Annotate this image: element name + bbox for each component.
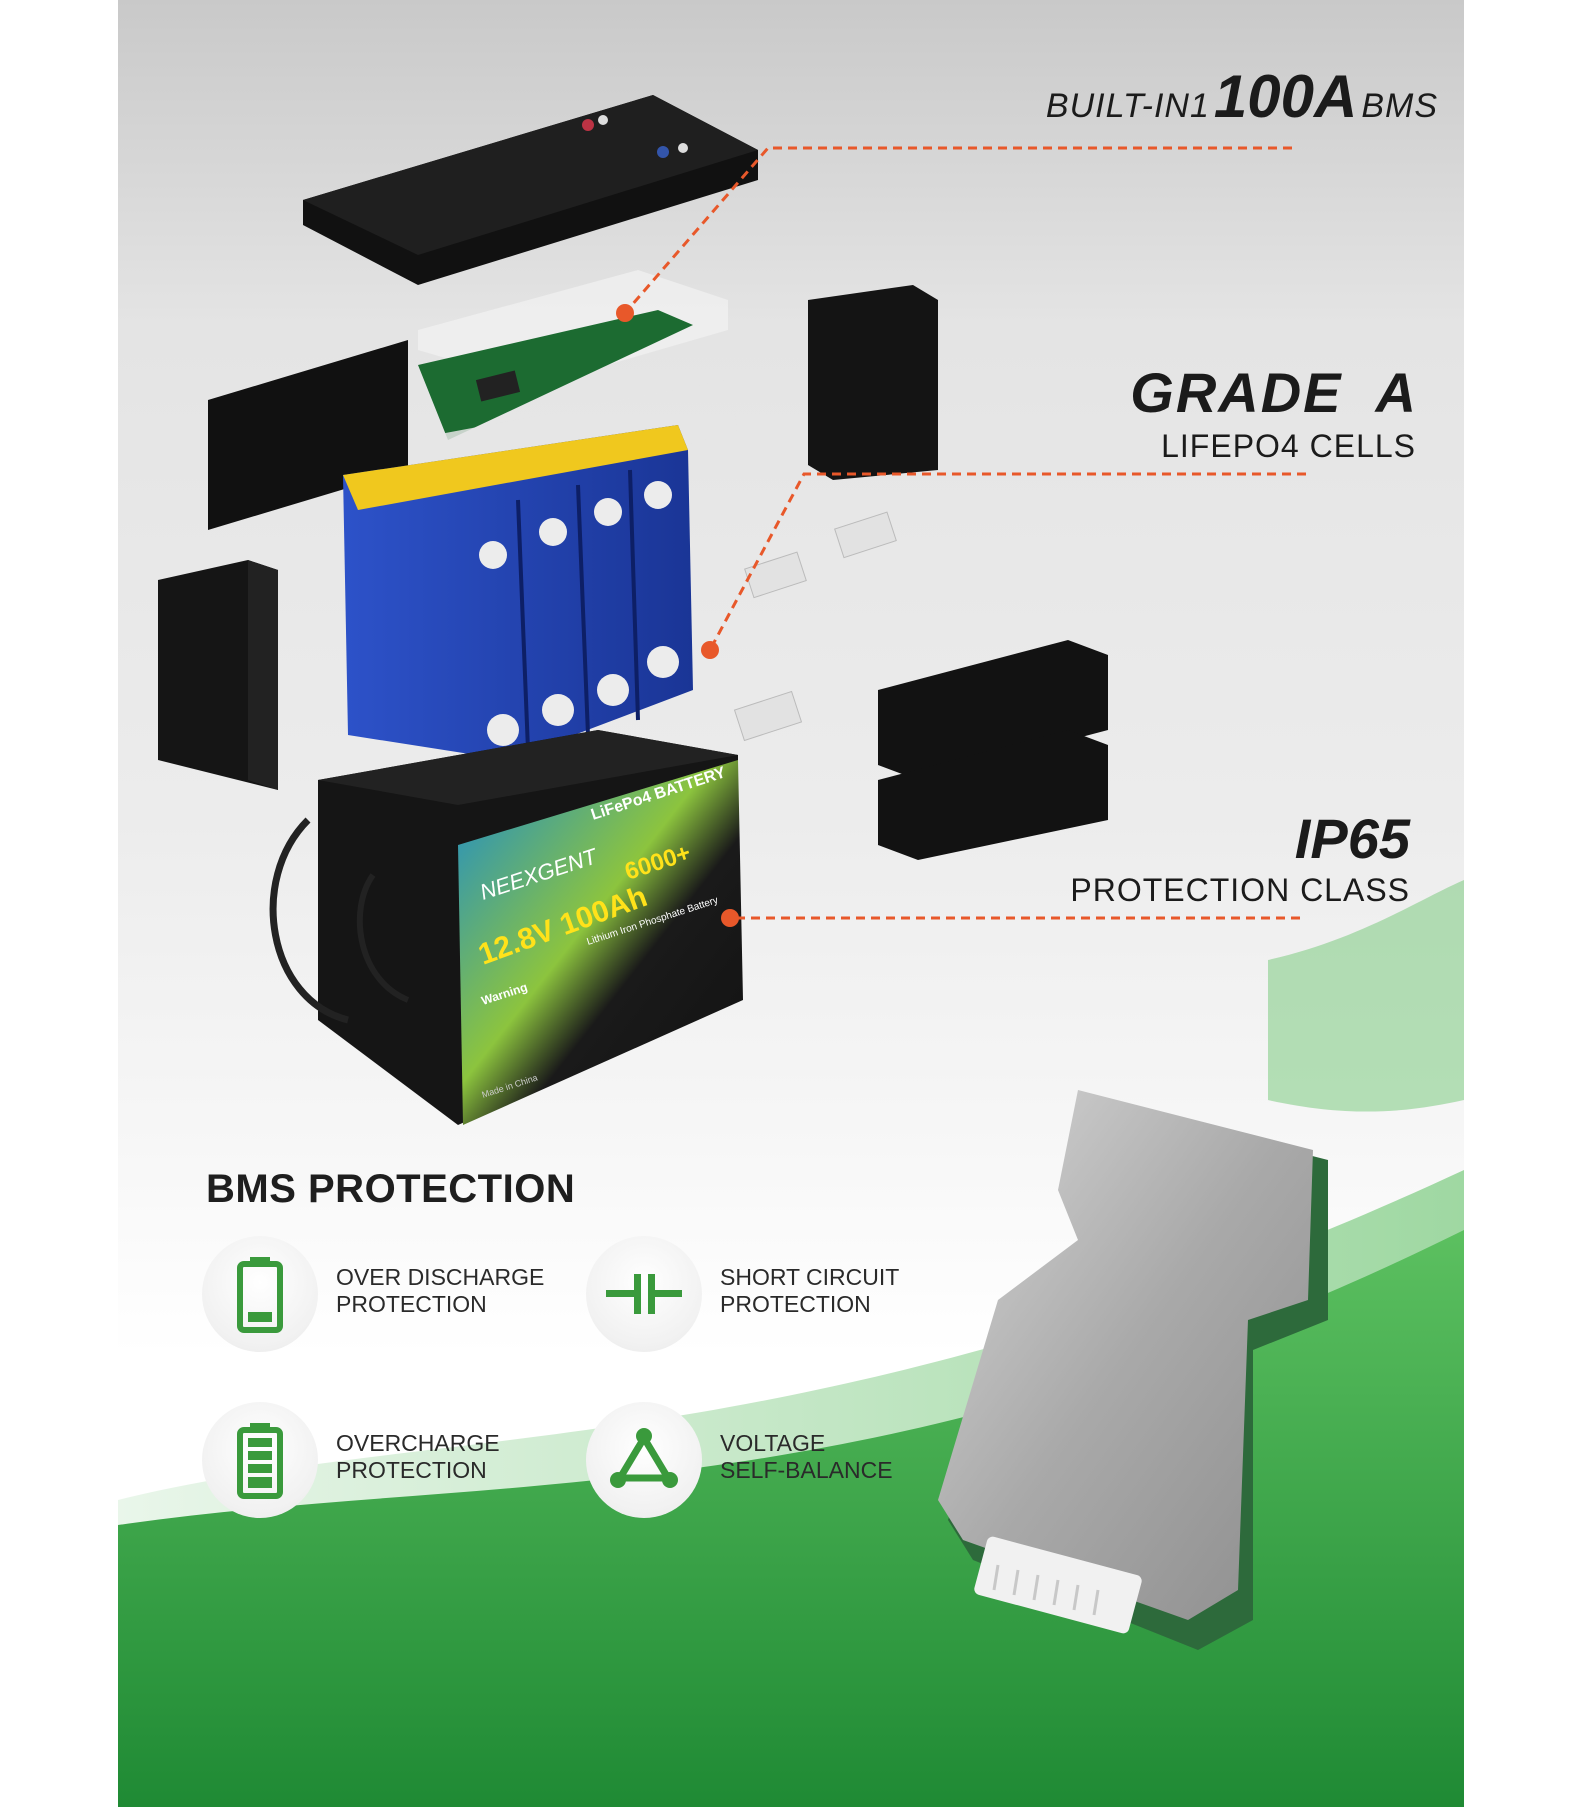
leader-line-cells	[708, 472, 1306, 651]
cells-callout-title: GRADE A	[1130, 361, 1418, 424]
cells-callout-subtitle: LIFEPO4 CELLS	[1161, 428, 1416, 464]
product-image: NEEXGENT LiFePo4 BATTERY 12.8V 100Ah 600…	[118, 0, 1464, 1807]
bms-callout-prefix: BUILT-IN1	[1045, 87, 1210, 125]
balance-triangle-icon	[610, 1428, 678, 1488]
bms-callout-suffix: BMS	[1361, 87, 1438, 125]
feature-overcharge: OVERCHARGE PROTECTION	[202, 1402, 562, 1522]
feature-label: VOLTAGE SELF-BALANCE	[720, 1430, 893, 1483]
feature-label: OVER DISCHARGE PROTECTION	[336, 1264, 545, 1317]
feature-label: OVERCHARGE PROTECTION	[336, 1430, 500, 1483]
section-title: BMS PROTECTION	[206, 1167, 576, 1211]
feature-self-balance: VOLTAGE SELF-BALANCE	[586, 1402, 946, 1522]
battery-low-icon	[237, 1257, 283, 1333]
feature-over-discharge: OVER DISCHARGE PROTECTION	[202, 1236, 562, 1356]
short-circuit-icon	[606, 1274, 682, 1314]
bms-board-image	[938, 1090, 1328, 1650]
feature-label: SHORT CIRCUIT PROTECTION	[720, 1264, 900, 1317]
battery-label	[458, 760, 743, 1125]
bms-callout-value: 100A	[1213, 63, 1358, 130]
exploded-battery-illustration: NEEXGENT LiFePo4 BATTERY 12.8V 100Ah 600…	[118, 95, 1464, 1807]
rating-callout-title: IP65	[1294, 807, 1410, 870]
battery-full-icon	[237, 1423, 283, 1499]
rating-callout-subtitle: PROTECTION CLASS	[1070, 872, 1410, 908]
feature-short-circuit: SHORT CIRCUIT PROTECTION	[586, 1236, 946, 1356]
